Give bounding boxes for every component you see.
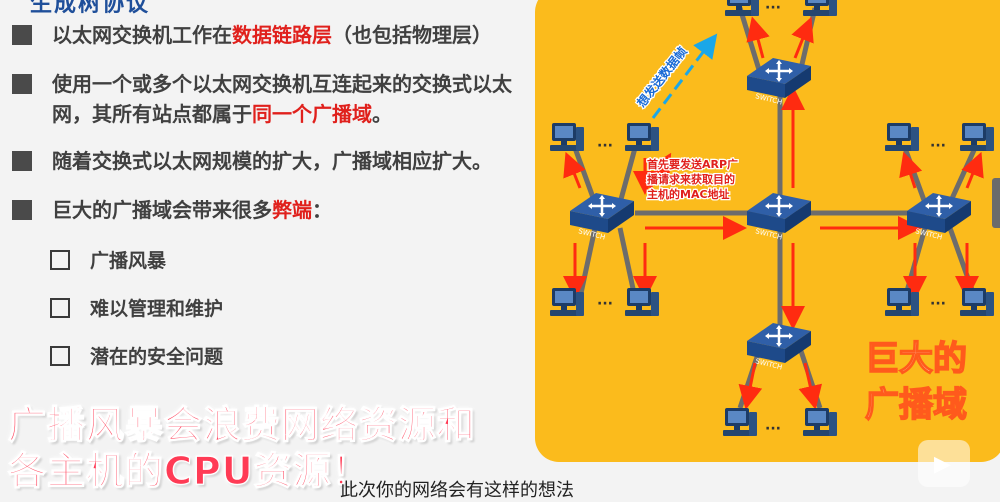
bullet-text: 使用一个或多个以太网交换机互连起来的交换式以太网，其所有站点都属于 [52,72,512,126]
send-frame-arrow [651,33,718,119]
svg-text:···: ··· [597,296,613,312]
svg-text:···: ··· [765,0,781,16]
caption-line-2: 各主机的CPU资源！ [7,448,371,493]
bullet-text: 巨大的广播域会带来很多 [52,198,272,222]
bullet-3: 随着交换式以太网规模的扩大，广播域相应扩大。 [12,146,522,176]
switch-bottom: SWITCH [745,321,813,372]
svg-text:广播域: 广播域 [865,385,967,425]
svg-text:···: ··· [597,138,613,154]
svg-text:···: ··· [765,421,781,437]
slide-text-area: 生成树协议 以太网交换机工作在数据链路层（也包括物理层） 使用一个或多个以太网交… [7,0,522,494]
big-broadcast-domain-label: 巨大的 广播域 [864,338,968,426]
side-panel-tab[interactable] [992,178,1000,228]
checkbox-bullet-icon [50,297,70,318]
diagram-svg: 想发送数据帧 SWITCH SWITCH SWITCH SWITCH SWITC… [550,0,994,437]
network-diagram: 想发送数据帧 SWITCH SWITCH SWITCH SWITCH SWITC… [535,0,1000,462]
sub-item-label: 广播风暴 [90,250,167,272]
svg-text:···: ··· [930,296,946,312]
sub-item-label: 潜在的安全问题 [90,346,224,368]
broadcast-arrows [563,16,984,410]
bullet-highlight: 数据链路层 [232,23,332,47]
bullet-2: 使用一个或多个以太网交换机互连起来的交换式以太网，其所有站点都属于同一个广播域。 [12,69,522,129]
bullet-highlight: 弊端 [272,198,312,222]
bullet-highlight: 同一个广播域 [252,102,372,126]
caption-line-1: 广播风暴会浪费网络资源和 [7,402,477,447]
sub-item-broadcast-storm: 广播风暴 [50,246,166,273]
svg-text:主机的MAC地址: 主机的MAC地址 [647,187,730,201]
bullet-4: 巨大的广播域会带来很多弊端： [12,195,522,225]
svg-text:巨大的: 巨大的 [865,339,967,379]
tv-icon: ▶ [934,452,951,477]
sub-item-security: 潜在的安全问题 [50,342,223,369]
sub-item-management: 难以管理和维护 [50,294,223,321]
bullet-text: 随着交换式以太网规模的扩大，广播域相应扩大。 [52,149,492,173]
checkbox-bullet-icon [50,249,70,270]
square-bullet-icon [12,200,32,220]
video-subtitle: 此次你的网络会有这样的想法 [340,480,574,501]
ellipsis-marks: ··· ··· ··· ··· ··· ··· [597,0,946,437]
bullet-text-end: ： [312,198,332,222]
arp-annotation: 首先要发送ARP广 播请求来获取目的 主机的MAC地址 [646,156,740,203]
square-bullet-icon [12,25,32,45]
slide-title-cut: 生成树协议 [30,0,151,17]
bullet-text-end: 。 [372,102,392,126]
checkbox-bullet-icon [50,345,70,366]
bullet-1: 以太网交换机工作在数据链路层（也包括物理层） [12,20,522,50]
bullet-text-end: （也包括物理层） [332,23,492,47]
square-bullet-icon [12,74,32,94]
svg-text:首先要发送ARP广: 首先要发送ARP广 [647,157,738,171]
bullet-text: 以太网交换机工作在 [52,23,232,47]
video-platform-logo: ▶ [918,440,970,487]
sub-item-label: 难以管理和维护 [90,298,224,320]
svg-text:···: ··· [930,138,946,154]
send-frame-label: 想发送数据帧 [633,44,690,111]
switch-center: SWITCH [745,191,813,242]
svg-text:播请求来获取目的: 播请求来获取目的 [647,172,735,186]
square-bullet-icon [12,151,32,171]
switch-right: SWITCH [905,191,973,242]
switch-left: SWITCH [568,191,636,242]
